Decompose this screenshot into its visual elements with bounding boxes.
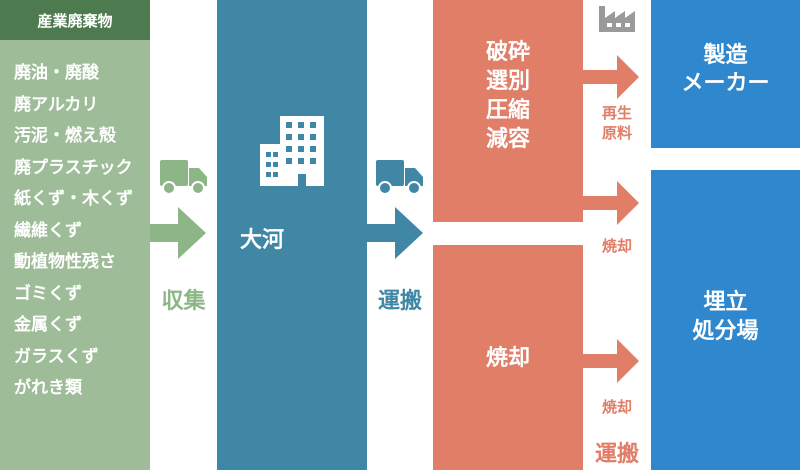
waste-item: 動植物性残さ xyxy=(14,252,116,272)
truck-icon xyxy=(376,160,423,195)
process-line: 圧縮 xyxy=(485,98,530,123)
collect-label: 収集 xyxy=(161,289,206,314)
recycled-material-label: 再生 原料 xyxy=(583,103,651,143)
incineration-step-label: 焼却 xyxy=(601,398,632,416)
company-name: 大河 xyxy=(239,228,284,253)
to-landfill-arrow-bottom xyxy=(583,339,639,383)
waste-list: 廃油・廃酸 廃アルカリ 汚泥・燃え殻 廃プラスチック 紙くず・木くず 繊維くず … xyxy=(14,58,133,405)
crush-sort-block xyxy=(433,0,583,222)
to-landfill-arrow-top xyxy=(583,181,639,225)
waste-item: ガラスくず xyxy=(14,346,99,367)
haul-label: 運搬 xyxy=(594,442,639,467)
factory-icon xyxy=(599,6,635,32)
incineration-block xyxy=(433,245,583,470)
waste-item: 金属くず xyxy=(14,315,82,335)
waste-item: 廃油・廃酸 xyxy=(14,63,99,83)
waste-header: 産業廃棄物 xyxy=(0,0,150,40)
process-line: 選別 xyxy=(485,69,530,94)
haul-arrow xyxy=(367,207,423,259)
landfill-label: 埋立 処分場 xyxy=(651,288,800,346)
recycled-line: 原料 xyxy=(601,124,632,142)
truck-icon xyxy=(160,160,207,195)
waste-title: 産業廃棄物 xyxy=(37,11,113,30)
process-line: 減容 xyxy=(485,127,530,152)
crush-sort-label: 破砕 選別 圧縮 減容 xyxy=(433,38,583,154)
landfill-line: 埋立 xyxy=(703,290,748,315)
waste-item: 廃アルカリ xyxy=(14,94,99,115)
waste-item: ゴミくず xyxy=(14,283,82,304)
landfill-block xyxy=(651,170,800,470)
waste-item: 紙くず・木くず xyxy=(14,189,133,209)
landfill-line: 処分場 xyxy=(692,319,759,344)
waste-item: 汚泥・燃え殻 xyxy=(14,126,116,146)
waste-item: 繊維くず xyxy=(14,220,82,241)
manufacturer-line: メーカー xyxy=(681,71,770,96)
taiga-panel xyxy=(217,0,367,470)
waste-item: 廃プラスチック xyxy=(14,157,133,178)
waste-item: がれき類 xyxy=(14,378,82,398)
process-line: 破砕 xyxy=(485,40,530,65)
haul-label: 運搬 xyxy=(377,289,422,314)
manufacturer-line: 製造 xyxy=(703,43,748,68)
waste-panel: 廃油・廃酸 廃アルカリ 汚泥・燃え殻 廃プラスチック 紙くず・木くず 繊維くず … xyxy=(0,40,150,470)
collect-arrow xyxy=(150,207,206,259)
manufacturer-label: 製造 メーカー xyxy=(651,42,800,98)
to-manufacturer-arrow xyxy=(583,55,639,99)
manufacturer-block xyxy=(651,0,800,148)
incineration-label: 焼却 xyxy=(485,346,530,371)
recycled-line: 再生 xyxy=(601,104,632,122)
building-icon xyxy=(260,116,324,186)
incineration-step-label: 焼却 xyxy=(601,237,632,255)
